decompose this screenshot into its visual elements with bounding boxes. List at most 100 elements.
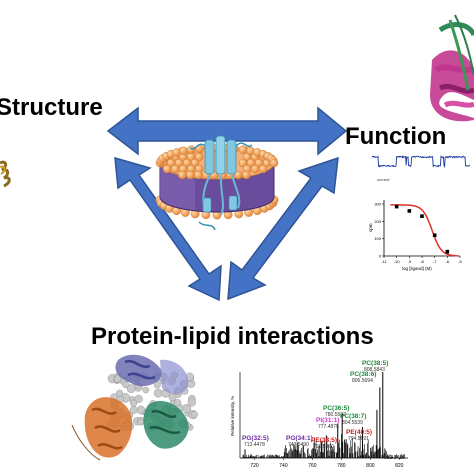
dose-x-label: log [ligand] (M) [402,266,432,271]
ms-peak-mz: 822.5416 [384,455,405,461]
upper-lipid-heads [155,143,279,180]
function-label: Function [345,123,446,150]
mass-spectrum-plot: Relative intensity, % 720 740 760 780 800 820… [230,360,408,469]
ms-spectrum-bars [242,372,405,458]
lipid-head [242,170,251,180]
dose-x-tick-label: -11 [381,259,387,264]
lipid-sphere [153,388,163,398]
lipid-head [178,170,187,180]
ms-peak-mz: 749.5490 [288,442,309,448]
lipid-sphere [168,393,177,402]
lipid-head [186,145,196,154]
ms-peak-mz: 806.5694 [352,378,373,384]
lipid-sphere [182,404,192,414]
lipid-sphere [142,386,150,394]
current-trace-line [371,155,471,169]
current-label: current [377,177,390,182]
structure-label: Structure [0,94,103,121]
lipid-sphere [153,381,161,389]
dose-x-tick-label: -7 [433,259,437,264]
ms-peak-name: PG(34:1) [286,435,313,442]
ms-x-tick-label: 780 [337,463,346,469]
lipid-head [269,158,279,168]
dose-y-label: cpm [368,223,373,232]
ms-peak-mz: 780.5537 [325,412,346,418]
lipid-sphere [126,384,136,393]
ms-x-tick-label: 720 [250,463,259,469]
lipid-head [238,145,248,154]
lipid-sphere [174,399,182,407]
dose-x-tick-label: -8 [420,259,424,264]
ms-x-ticks: 720 740 760 780 800 820 [250,458,404,469]
dose-x-tick-label: -10 [394,259,401,264]
lipid-sphere [187,398,196,407]
nanodisc-illustration [155,135,279,231]
ms-peak-name: PE(38:5) [311,437,337,444]
ms-x-tick-label: 760 [308,463,317,469]
ms-x-tick-label: 820 [395,463,404,469]
dose-y-tick-label: 200 [374,219,381,224]
lipid-sphere [190,411,198,419]
ms-peak-mz: 808.5843 [364,367,385,373]
dose-data-point [394,204,399,209]
lipid-sphere [114,375,122,383]
dose-y-tick-label: 100 [374,236,381,241]
dose-fit-curve [390,204,458,257]
ms-peak-name: PC(38:5) [362,360,388,367]
ms-peak-name: PC(38:6) [350,371,376,378]
dose-response-plot: 300 200 100 0 -11 -10 -9 -8 -7 -6 -5 cpm log [lig… [368,200,463,271]
ms-peak-name: PI(31:1) [316,417,339,424]
lipid-sphere [134,394,143,403]
ms-x-tick-label: 740 [279,463,288,469]
lipid-head [179,146,188,156]
dose-x-ticks: -11 -10 -9 -8 -7 -6 -5 [381,256,463,264]
ms-peak-labels: PC(38:5)808.5843PC(38:6)806.5694PC(36:5)… [242,360,405,461]
ms-peak-mz: 766.5376 [313,444,334,450]
double-arrow-structure-interactions [114,156,222,302]
lipid-head [194,170,203,180]
ms-peak-mz: 794.5691 [348,436,369,442]
ms-peak-mz: 777.4875 [318,424,339,430]
protein-chain-lavender [160,359,189,395]
dose-data-point [432,233,437,237]
ms-x-tick-label: 800 [366,463,375,469]
lipid-sphere [116,389,124,397]
protein-chain-blue [115,354,162,387]
double-arrow-function-interactions [227,156,339,301]
dose-y-ticks: 300 200 100 0 [374,202,384,259]
dose-x-tick-label: -9 [408,259,412,264]
lipid-head [162,164,172,174]
membrane-protein [189,135,253,231]
dose-data-points [394,204,450,254]
ms-peak-name: PE(40:5) [346,429,372,436]
ms-peak-name: PG(32:5) [242,435,269,442]
dose-data-point [420,214,424,218]
lipid-sphere [137,418,145,426]
protein-chain-orange [71,397,133,461]
dose-x-tick-label: -6 [446,259,450,264]
single-channel-current-trace: current [371,155,471,182]
lipid-sphere [129,399,138,407]
ms-y-label: Relative intensity, % [230,396,235,436]
left-helix-fragment [0,160,11,188]
ms-peak-mz: 713.4478 [244,442,265,448]
ms-peak-name: PC(38:7) [340,413,366,420]
lipid-head [190,158,200,168]
ms-peak-name: PC(36:5) [323,405,349,412]
dose-y-tick-label: 0 [379,254,382,259]
dose-data-point [445,249,450,254]
dose-y-tick-label: 300 [374,202,381,207]
double-arrow-structure-function [106,106,348,156]
lipid-head [186,170,195,180]
ms-peak-mz: 804.5539 [342,420,363,426]
protein-chain-green [143,401,189,449]
lipid-sphere [129,406,138,414]
lipid-head [194,152,204,162]
protein-ribbon-structure-image [430,14,474,122]
lipid-head [170,164,180,174]
protein-lipid-complex-image [71,354,198,461]
lipid-sphere [122,381,129,389]
lipid-head [250,164,260,174]
dose-x-tick-label: -5 [458,259,462,264]
